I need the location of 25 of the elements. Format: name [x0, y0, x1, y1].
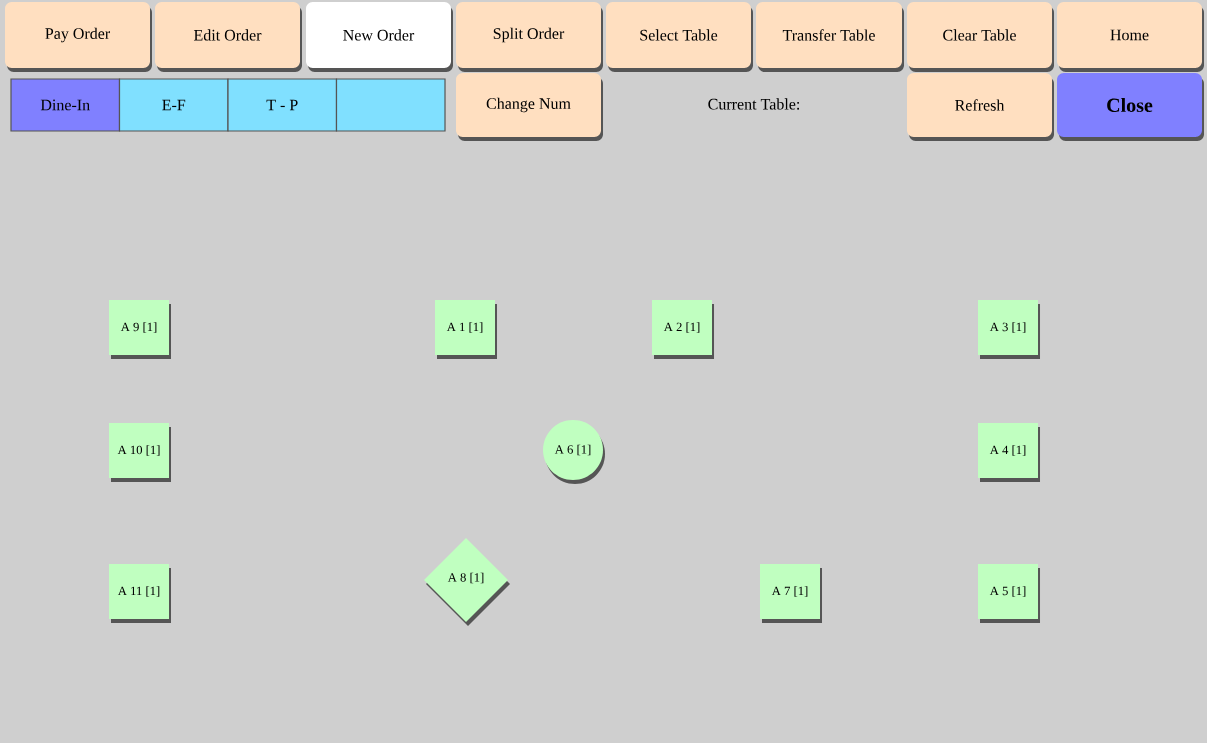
tab: E-F — [118, 78, 229, 132]
table-square: A 2 [1] — [652, 300, 714, 359]
table-square: A 4 [1] — [978, 423, 1040, 482]
table-square: A 10 [1] — [109, 423, 171, 482]
button: Pay Order — [5, 2, 152, 72]
tab — [335, 78, 446, 132]
button: Transfer Table — [756, 2, 904, 72]
button: Split Order — [456, 2, 603, 72]
table-square: A 5 [1] — [978, 564, 1040, 623]
table-square: A 9 [1] — [109, 300, 171, 359]
table-square: A 11 [1] — [109, 564, 171, 623]
button: Select Table — [606, 2, 753, 72]
button: Home — [1057, 2, 1204, 72]
button: Clear Table — [907, 2, 1054, 72]
table-square: A 7 [1] — [760, 564, 822, 623]
tab: T - P — [227, 78, 338, 132]
tab: Dine-In — [10, 78, 121, 132]
table-square: A 3 [1] — [978, 300, 1040, 359]
button: Change Num — [456, 73, 603, 141]
table-square: A 1 [1] — [435, 300, 497, 359]
button: Refresh — [907, 73, 1054, 141]
close-button: Close — [1057, 73, 1204, 141]
button: New Order — [306, 2, 453, 72]
button: Edit Order — [155, 2, 302, 72]
table-status-text: Current Table: — [708, 98, 800, 110]
